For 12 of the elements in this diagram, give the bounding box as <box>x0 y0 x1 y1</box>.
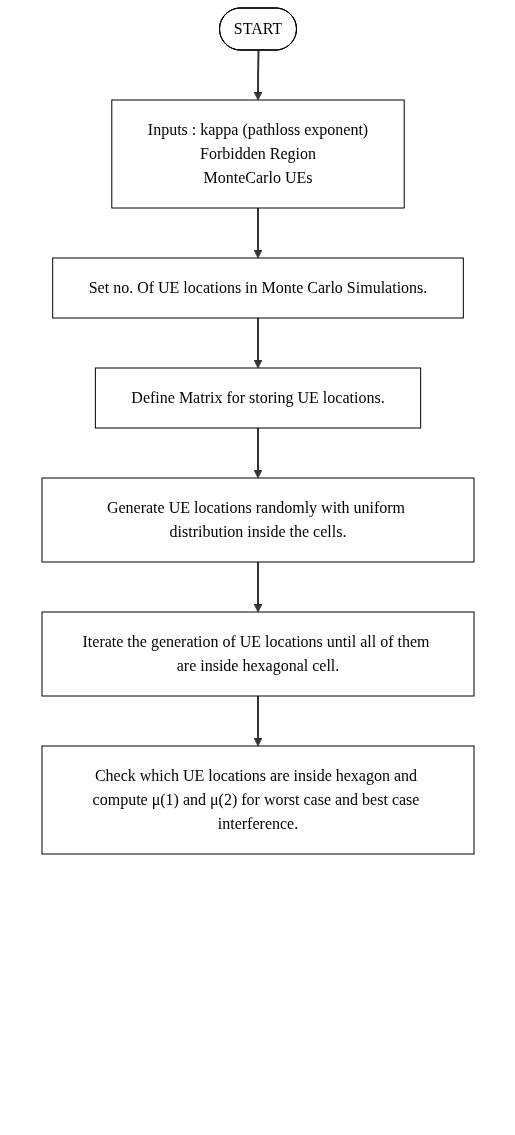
node-box: Set no. Of UE locations in Monte Carlo Simulations. <box>51 257 464 319</box>
node-box: Inputs : kappa (pathloss exponent) Forbidden Region MonteCarlo UEs <box>110 99 405 209</box>
arrow <box>253 207 262 259</box>
arrow <box>253 561 262 613</box>
arrow <box>253 49 262 101</box>
arrow <box>253 317 262 369</box>
node-box: Check which UE locations are inside hexagon and compute μ(1) and μ(2) for worst case and best case interference. <box>41 745 474 855</box>
arrow <box>253 695 262 747</box>
node-box: Generate UE locations randomly with uniform distribution inside the cells. <box>41 477 474 563</box>
node-box: Iterate the generation of UE locations until all of them are inside hexagonal cell. <box>41 611 474 697</box>
node-box: Define Matrix for storing UE locations. <box>94 367 421 429</box>
arrow <box>253 427 262 479</box>
